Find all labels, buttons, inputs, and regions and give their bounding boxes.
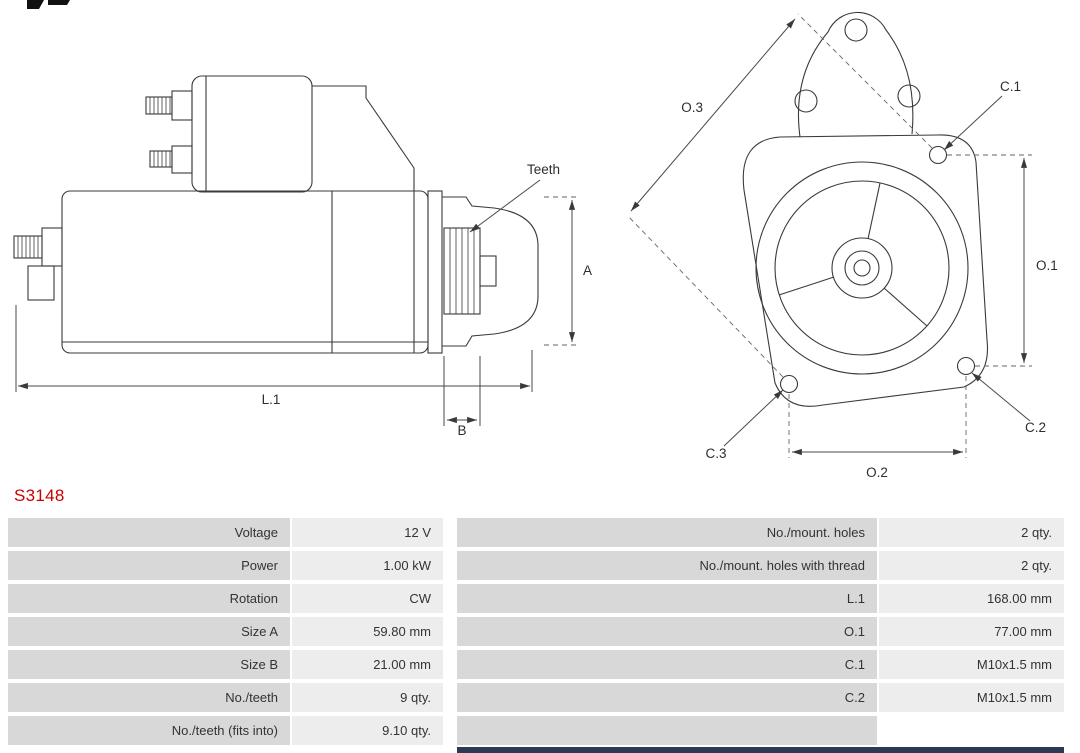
spec-value-voltage: 12 V bbox=[292, 518, 443, 547]
spec-value-size-a: 59.80 mm bbox=[292, 617, 443, 646]
label-c2: C.2 bbox=[1025, 420, 1046, 435]
spec-value-l1: 168.00 mm bbox=[879, 584, 1064, 613]
table-column-gap bbox=[445, 518, 457, 547]
part-number: S3148 bbox=[14, 486, 65, 505]
spec-label-teeth: No./teeth bbox=[8, 683, 290, 712]
spec-value-teeth: 9 qty. bbox=[292, 683, 443, 712]
spec-label-c1: C.1 bbox=[457, 650, 877, 679]
extension-lines bbox=[544, 13, 1032, 458]
spec-label-l1: L.1 bbox=[457, 584, 877, 613]
mount-hole-c1 bbox=[928, 145, 948, 165]
table-column-gap bbox=[445, 551, 457, 580]
spec-label-voltage: Voltage bbox=[8, 518, 290, 547]
spec-label-mount-holes-thread: No./mount. holes with thread bbox=[457, 551, 877, 580]
spec-label-rotation: Rotation bbox=[8, 584, 290, 613]
table-column-gap bbox=[445, 650, 457, 679]
label-a: A bbox=[583, 263, 592, 278]
spec-label-power: Power bbox=[8, 551, 290, 580]
label-o3: O.3 bbox=[681, 100, 703, 115]
spec-value-c1: M10x1.5 mm bbox=[879, 650, 1064, 679]
mount-hole-c3 bbox=[779, 374, 799, 394]
dimension-lines bbox=[15, 18, 1031, 456]
next-section-bar bbox=[457, 747, 1064, 753]
label-teeth: Teeth bbox=[527, 162, 560, 177]
table-column-gap bbox=[445, 584, 457, 613]
label-o2: O.2 bbox=[866, 465, 888, 480]
spec-value-power: 1.00 kW bbox=[292, 551, 443, 580]
technical-diagram: Teeth A L.1 B O.3 O.1 O.2 C.1 C.2 C.3 bbox=[13, 0, 1058, 480]
brand-logo bbox=[27, 0, 70, 9]
spec-label-size-a: Size A bbox=[8, 617, 290, 646]
spec-label-size-b: Size B bbox=[8, 650, 290, 679]
table-column-gap bbox=[445, 716, 457, 745]
label-c1: C.1 bbox=[1000, 79, 1021, 94]
mount-hole-c2 bbox=[956, 356, 976, 376]
spec-value-c2: M10x1.5 mm bbox=[879, 683, 1064, 712]
spec-value-mount-holes: 2 qty. bbox=[879, 518, 1064, 547]
spec-label-c2: C.2 bbox=[457, 683, 877, 712]
table-column-gap bbox=[445, 617, 457, 646]
dimension-labels: Teeth A L.1 B O.3 O.1 O.2 C.1 C.2 C.3 bbox=[262, 79, 1058, 480]
spec-label-o1: O.1 bbox=[457, 617, 877, 646]
spec-value-rotation: CW bbox=[292, 584, 443, 613]
spec-label-empty bbox=[457, 716, 877, 745]
label-c3: C.3 bbox=[705, 446, 726, 461]
spec-value-o1: 77.00 mm bbox=[879, 617, 1064, 646]
spec-label-teeth-fits-into: No./teeth (fits into) bbox=[8, 716, 290, 745]
table-column-gap bbox=[445, 683, 457, 712]
label-l1: L.1 bbox=[262, 392, 281, 407]
spec-table: Voltage 12 V No./mount. holes 2 qty. Pow… bbox=[8, 518, 1064, 745]
spec-value-size-b: 21.00 mm bbox=[292, 650, 443, 679]
spec-value-mount-holes-thread: 2 qty. bbox=[879, 551, 1064, 580]
spec-label-mount-holes: No./mount. holes bbox=[457, 518, 877, 547]
spec-value-empty bbox=[879, 716, 1064, 745]
spec-value-teeth-fits-into: 9.10 qty. bbox=[292, 716, 443, 745]
label-b: B bbox=[457, 423, 466, 438]
label-o1: O.1 bbox=[1036, 258, 1058, 273]
front-view-drawing bbox=[742, 11, 989, 407]
side-view-drawing bbox=[13, 75, 539, 354]
